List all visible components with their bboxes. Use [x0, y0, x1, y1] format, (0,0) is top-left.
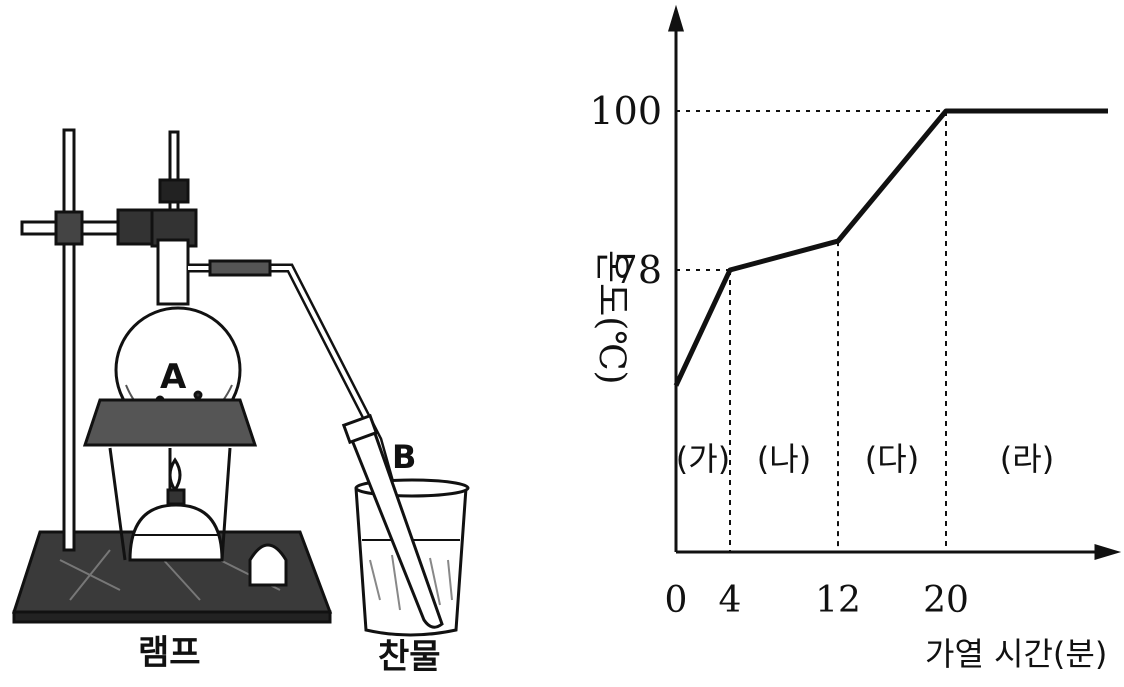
temperature-line [673, 108, 1108, 387]
x-axis-title: 가열 시간(분) [925, 635, 1107, 673]
lamp-cap [248, 543, 288, 587]
region-label-2: (다) [865, 440, 919, 478]
clamp [20, 208, 164, 246]
region-labels: (가) (나) (다) (라) [676, 440, 1054, 478]
alcohol-lamp [128, 457, 224, 562]
x-tick-4: 4 [719, 580, 742, 621]
region-label-1: (나) [757, 440, 811, 478]
base-plate [11, 530, 333, 624]
y-axis-title: 온도(℃) [591, 250, 632, 385]
stand-rod [62, 128, 76, 552]
distillation-apparatus [11, 128, 470, 637]
test-tube [341, 413, 444, 629]
x-tick-12: 12 [815, 580, 861, 621]
test-tube-label: B [392, 438, 416, 476]
x-tick-20: 20 [923, 580, 969, 621]
x-tick-0: 0 [665, 580, 688, 621]
wire-gauze [82, 398, 258, 447]
flask-label: A [160, 357, 187, 397]
y-tick-100: 100 [589, 89, 662, 133]
lamp-label: 램프 [138, 633, 201, 673]
region-label-0: (가) [676, 440, 730, 478]
y-tick-78: 78 [614, 248, 662, 292]
cold-water-label: 찬물 [378, 637, 441, 677]
x-axis [676, 543, 1122, 561]
y-tick-labels: 78 100 [589, 89, 662, 292]
guide-lines [676, 110, 947, 552]
region-label-3: (라) [1000, 440, 1054, 478]
